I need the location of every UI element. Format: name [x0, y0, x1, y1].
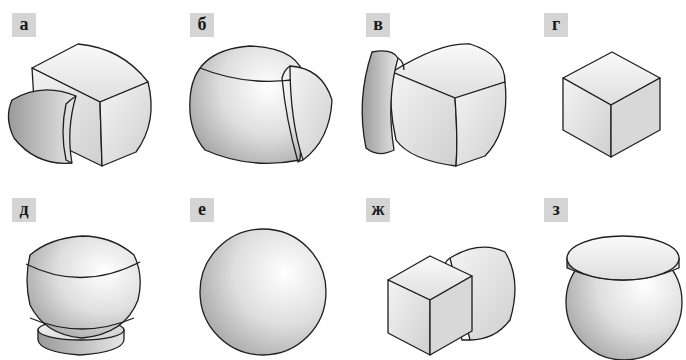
panel-letter: д: [12, 198, 36, 222]
panel-letter: г: [544, 13, 568, 37]
panel-letter: ж: [366, 198, 390, 222]
panel-letter: з: [544, 198, 568, 222]
shape-drawings: [8, 44, 682, 360]
panel-letter: в: [366, 13, 390, 37]
panel-letter: е: [190, 198, 214, 222]
panel-letter: б: [190, 13, 214, 37]
panel-letter: а: [12, 13, 36, 37]
